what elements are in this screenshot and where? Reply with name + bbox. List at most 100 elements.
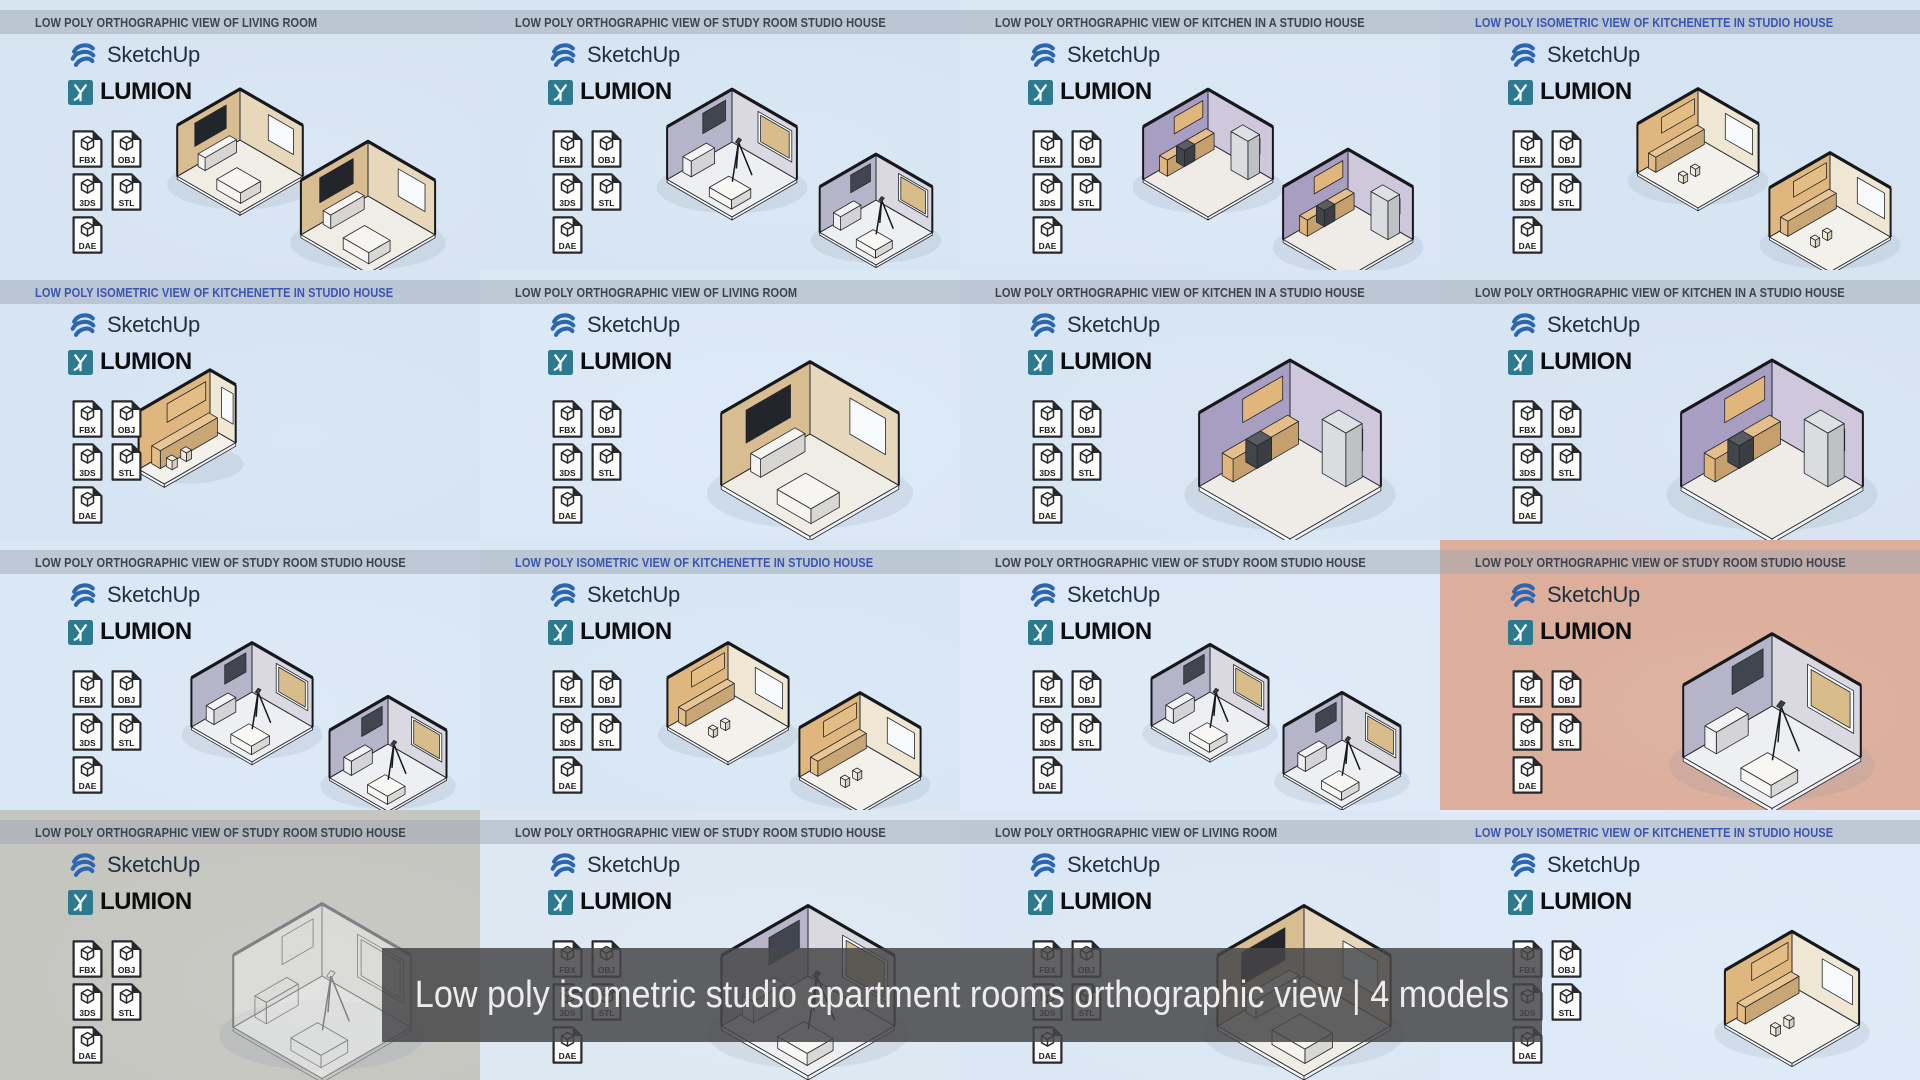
file-format-icon: DAE [72,486,103,524]
sketchup-label: SketchUp [107,582,200,607]
file-format-icon: OBJ [1551,130,1582,168]
model-card-5[interactable]: LOW POLY ISOMETRIC VIEW OF KITCHENETTE I… [0,270,480,540]
model-card-1[interactable]: LOW POLY ORTHOGRAPHIC VIEW OF LIVING ROO… [0,0,480,270]
lumion-icon [1508,619,1533,645]
file-format-label: DAE [1519,781,1537,791]
file-format-icon: OBJ [1551,940,1582,978]
file-format-icon: 3DS [1512,713,1543,751]
room-render [657,641,931,810]
file-format-label: STL [119,1008,135,1018]
lumion-logo: LUMION [1508,348,1640,376]
file-format-icon: FBX [552,670,583,708]
room-render [1142,642,1410,810]
file-format-obj: OBJ [1071,400,1102,438]
sketchup-logo: SketchUp [548,310,680,340]
lumion-label: LUMION [100,888,192,915]
file-format-label: FBX [79,425,96,435]
file-format-3ds: 3DS [1032,173,1063,211]
lumion-logo: LUMION [1028,348,1160,376]
card-title: LOW POLY ORTHOGRAPHIC VIEW OF STUDY ROOM… [515,14,886,30]
file-format-3ds: 3DS [1512,173,1543,211]
lumion-logo: LUMION [1028,78,1160,106]
file-format-label: FBX [559,695,576,705]
file-format-label: OBJ [598,695,616,705]
card-title: LOW POLY ORTHOGRAPHIC VIEW OF KITCHEN IN… [1475,284,1845,300]
sketchup-label: SketchUp [1067,582,1160,607]
model-card-3[interactable]: LOW POLY ORTHOGRAPHIC VIEW OF KITCHEN IN… [960,0,1440,270]
lumion-label: LUMION [100,78,192,105]
lumion-icon [548,889,573,915]
file-format-stl: STL [111,173,142,211]
file-format-label: 3DS [1519,738,1536,748]
sketchup-icon [1510,313,1536,337]
lumion-logo: LUMION [548,888,680,916]
sketchup-logo: SketchUp [68,580,200,610]
file-format-label: DAE [559,241,577,251]
file-format-icon: STL [591,173,622,211]
model-card-7[interactable]: LOW POLY ORTHOGRAPHIC VIEW OF KITCHEN IN… [960,270,1440,540]
model-card-4[interactable]: LOW POLY ISOMETRIC VIEW OF KITCHENETTE I… [1440,0,1920,270]
file-format-label: DAE [559,1051,577,1061]
card-title: LOW POLY ISOMETRIC VIEW OF KITCHENETTE I… [1475,14,1834,30]
sketchup-logo: SketchUp [548,580,680,610]
model-card-8[interactable]: LOW POLY ORTHOGRAPHIC VIEW OF KITCHEN IN… [1440,270,1920,540]
file-format-label: 3DS [79,738,96,748]
room-render [1666,358,1878,540]
model-card-6[interactable]: LOW POLY ORTHOGRAPHIC VIEW OF LIVING ROO… [480,270,960,540]
file-format-label: 3DS [559,468,576,478]
file-format-icon: OBJ [591,130,622,168]
model-card-10[interactable]: LOW POLY ISOMETRIC VIEW OF KITCHENETTE I… [480,540,960,810]
model-card-9[interactable]: LOW POLY ORTHOGRAPHIC VIEW OF STUDY ROOM… [0,540,480,810]
file-format-label: 3DS [1039,468,1056,478]
lumion-logo: LUMION [68,888,200,916]
room-render [1132,87,1424,270]
file-format-icon: STL [591,443,622,481]
file-format-label: DAE [79,511,97,521]
card-title: LOW POLY ORTHOGRAPHIC VIEW OF STUDY ROOM… [515,824,886,840]
sketchup-label: SketchUp [1067,312,1160,337]
lumion-icon [1028,889,1053,915]
sketchup-label: SketchUp [587,42,680,67]
file-format-fbx: FBX [1512,130,1543,168]
room-render [219,902,425,1080]
file-format-icon: FBX [1032,670,1063,708]
file-format-stl: STL [1071,173,1102,211]
file-format-dae: DAE [72,216,103,254]
lumion-logo: LUMION [1508,618,1640,646]
card-title-bar: LOW POLY ORTHOGRAPHIC VIEW OF LIVING ROO… [960,820,1440,844]
file-format-stl: STL [1071,443,1102,481]
file-format-icon: 3DS [552,443,583,481]
file-format-obj: OBJ [111,940,142,978]
model-card-13[interactable]: LOW POLY ORTHOGRAPHIC VIEW OF STUDY ROOM… [0,810,480,1080]
file-format-icon: FBX [1512,130,1543,168]
model-card-12[interactable]: LOW POLY ORTHOGRAPHIC VIEW OF STUDY ROOM… [1440,540,1920,810]
file-format-3ds: 3DS [552,443,583,481]
lumion-logo: LUMION [548,618,680,646]
file-format-dae: DAE [552,216,583,254]
file-format-label: DAE [1039,511,1057,521]
file-format-label: DAE [1519,1051,1537,1061]
model-card-11[interactable]: LOW POLY ORTHOGRAPHIC VIEW OF STUDY ROOM… [960,540,1440,810]
file-format-icon: FBX [1512,670,1543,708]
model-card-2[interactable]: LOW POLY ORTHOGRAPHIC VIEW OF STUDY ROOM… [480,0,960,270]
file-format-label: OBJ [1078,425,1096,435]
lumion-icon [1028,79,1053,105]
file-format-label: OBJ [1558,155,1576,165]
sketchup-label: SketchUp [1547,312,1640,337]
file-format-icon: DAE [1512,486,1543,524]
file-format-3ds: 3DS [1512,713,1543,751]
file-format-stl: STL [1551,983,1582,1021]
file-format-icon: FBX [552,130,583,168]
card-title: LOW POLY ORTHOGRAPHIC VIEW OF STUDY ROOM… [35,554,406,570]
file-format-label: 3DS [79,198,96,208]
lumion-icon [1028,349,1053,375]
